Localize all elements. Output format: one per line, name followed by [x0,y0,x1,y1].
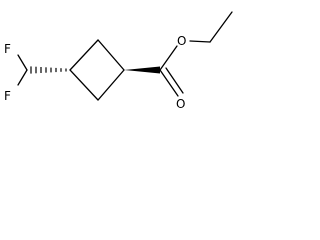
bond-cf-bottom [17,69,28,86]
atom-label-f-top: F [4,42,11,56]
bond-cf-top [17,54,28,71]
atom-label-f-bottom: F [4,89,11,103]
bond-ch2-ch3 [209,11,233,43]
bond-carbonyl-1 [159,69,179,97]
bond-o-ch2 [189,40,211,43]
bond-carbonyl-2 [165,67,184,94]
atom-label-o-carbonyl: O [176,97,185,111]
hashed-wedge-bond [30,66,67,74]
solid-wedge-bond [124,66,160,74]
molecule-structure: F F O O [4,11,233,111]
cyclobutane-ring [69,39,125,101]
bond-c-o-ester [159,45,178,71]
atom-label-o-ester: O [177,34,186,48]
